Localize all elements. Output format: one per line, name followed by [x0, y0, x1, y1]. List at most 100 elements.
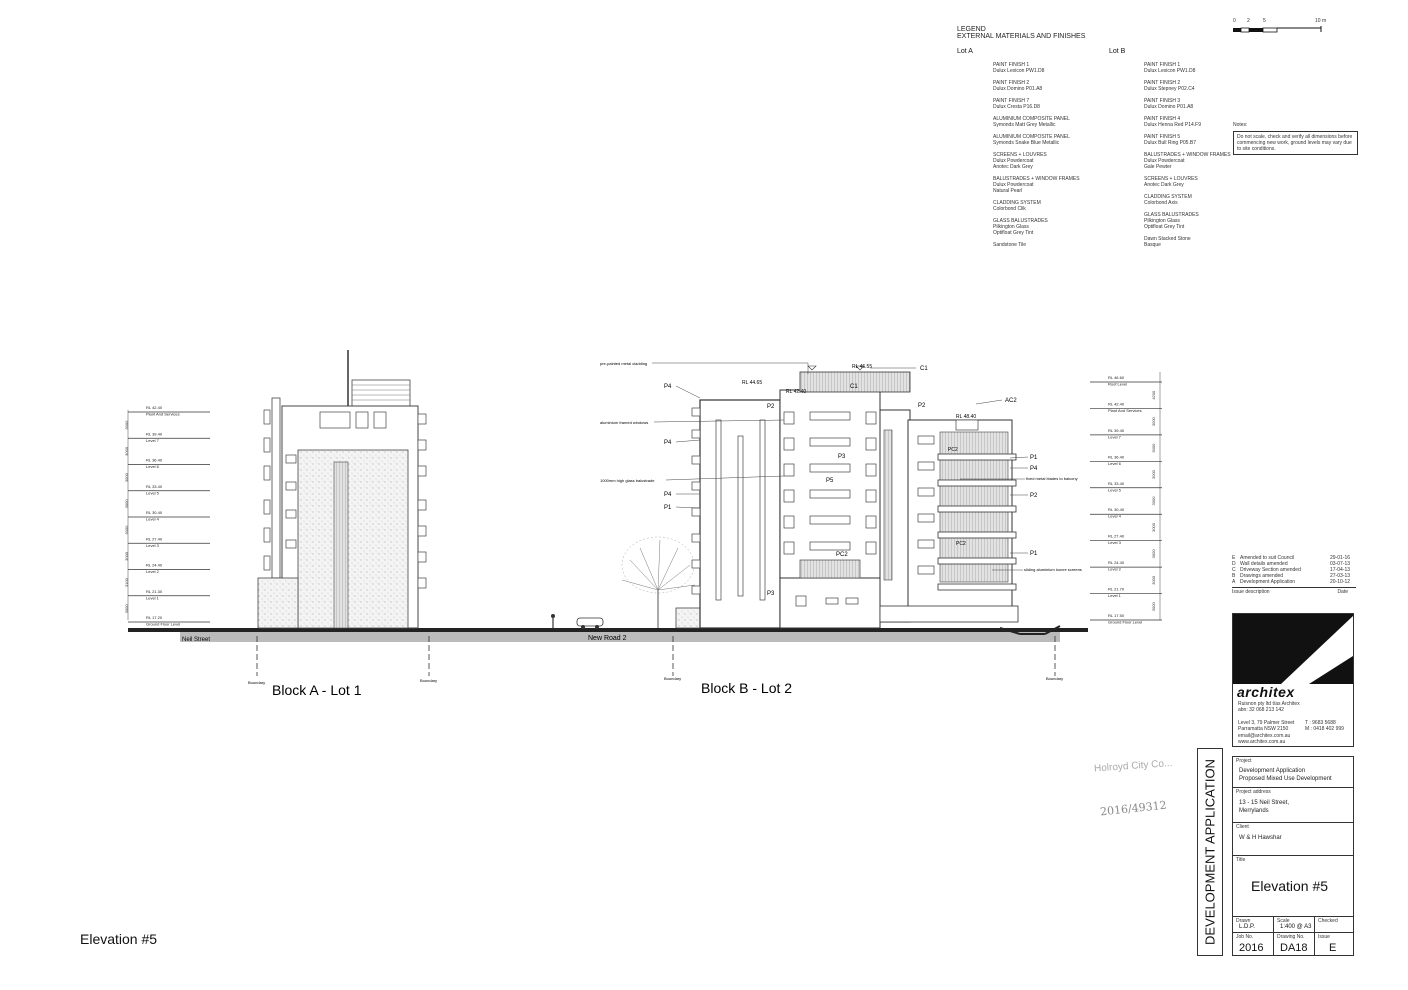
left-level-rl: RL 39.40: [146, 431, 163, 436]
left-level-rl: RL 24.40: [146, 563, 163, 568]
legend-lot-b-line: Pilkington Glass: [1144, 218, 1180, 224]
pc2-label-3: PC2: [956, 541, 966, 547]
scale-tick-2: 2: [1247, 18, 1250, 24]
title-block: Project Development Application Proposed…: [1232, 756, 1354, 956]
stamp-number: 2016/49312: [1099, 798, 1168, 819]
legend-lot-a-line: Dulux Domino P01.A8: [993, 86, 1043, 92]
right-level-rl: RL 30.40: [1108, 507, 1125, 512]
right-level-rl: RL 27.40: [1108, 534, 1125, 539]
legend-lot-a-line: Dulux Powdercoat: [993, 182, 1034, 188]
legend-lot-b-line: Dulux Lexicon PW1.D8: [1144, 68, 1196, 74]
legend-lot-b-line: Basque: [1144, 242, 1161, 248]
scale-bar-graphic: [1233, 26, 1322, 33]
right-level-name: Level 5: [1108, 487, 1122, 492]
notes-title: Notes:: [1233, 122, 1248, 128]
ac2-label: AC2: [1005, 398, 1017, 404]
tb-scale: Scale 1:400 @ A3: [1273, 916, 1315, 933]
boundary-label-2: Boundary: [420, 678, 437, 683]
legend-lot-a-line: GLASS BALUSTRADES: [993, 218, 1048, 224]
tb-drawn: Drawn L.D.P.: [1232, 916, 1274, 933]
company-email: email@architex.com.au: [1238, 733, 1291, 739]
council-stamp: Holroyd City Co... 2016/49312: [1094, 758, 1194, 830]
scale-tick-0: 0: [1233, 18, 1236, 24]
legend-lot-a-label: Lot A: [957, 48, 973, 55]
tb-job-label: Job No.: [1236, 934, 1254, 940]
revision-col-issue: Issue description: [1232, 589, 1270, 595]
p3-label-2: P3: [767, 591, 775, 597]
company-mobile: M : 0418 402 999: [1305, 726, 1344, 732]
legend: LEGEND EXTERNAL MATERIALS AND FINISHES L…: [957, 26, 1237, 248]
tb-drawn-value: L.D.P.: [1239, 924, 1255, 930]
legend-lot-b-line: PAINT FINISH 1: [1144, 62, 1181, 68]
legend-lot-a-line: Dulux Lexicon PW1.D8: [993, 68, 1045, 74]
left-level-name: Level 2: [146, 569, 160, 574]
tb-issue-label: Issue: [1318, 934, 1330, 940]
company-address1: Level 3, 79 Palmer Street: [1238, 720, 1295, 726]
legend-lot-b-line: Anotec Dark Grey: [1144, 182, 1184, 188]
pc2-label-2: PC2: [948, 447, 958, 453]
tb-client-label: Client: [1236, 824, 1249, 830]
left-level-dim: 3000: [124, 472, 129, 482]
legend-lot-a-line: Symonds Snake Blue Metallic: [993, 140, 1060, 146]
legend-lot-a-line: Natural Pearl: [993, 188, 1023, 194]
right-level-name: Level 3: [1108, 540, 1122, 545]
right-level-name: Plant And Services: [1108, 408, 1142, 413]
new-road-label: New Road 2: [588, 635, 627, 642]
legend-lot-a-line: Colorbond Clik: [993, 206, 1026, 212]
p1-label-right-1: P1: [1030, 455, 1038, 461]
p4-label-2: P4: [664, 440, 672, 446]
legend-lot-b-line: Dulux Stepney P02.C4: [1144, 86, 1195, 92]
legend-lot-a-line: PAINT FINISH 1: [993, 62, 1030, 68]
left-level-rl: RL 21.30: [146, 589, 163, 594]
tb-issue: Issue E: [1314, 932, 1354, 956]
left-level-name: Level 6: [146, 464, 160, 469]
revision-id: A: [1232, 579, 1236, 585]
tb-project-line1: Development Application: [1239, 768, 1306, 774]
p4-label-1: P4: [664, 384, 672, 390]
legend-lot-a-line: SCREENS + LOUVRES: [993, 152, 1047, 158]
right-level-name: Level 6: [1108, 461, 1122, 466]
revision-desc: Amended to suit Council: [1240, 555, 1295, 561]
block-a-elevation: [257, 350, 427, 629]
legend-lot-b-line: PAINT FINISH 4: [1144, 116, 1181, 122]
left-level-name: Plant And Services: [146, 412, 180, 417]
car: [576, 617, 604, 629]
revision-col-date: Date: [1337, 589, 1348, 595]
right-level-name: Level 2: [1108, 567, 1122, 572]
right-level-rl: RL 36.40: [1108, 454, 1125, 459]
tb-address-line2: Merrylands: [1239, 808, 1269, 814]
left-level-name: Level 4: [146, 517, 160, 522]
right-level-dim: 3000: [1151, 469, 1156, 479]
revision-id: B: [1232, 573, 1236, 579]
rl-46-55-label: RL 46.55: [852, 364, 872, 370]
left-level-dim: 3000: [124, 525, 129, 535]
tb-title-label: Title: [1236, 857, 1246, 863]
right-level-name: Level 1: [1108, 593, 1122, 598]
tb-drawn-label: Drawn: [1236, 918, 1251, 924]
company-phone: T : 9683 5688: [1305, 720, 1336, 726]
revision-date: 27-03-13: [1330, 573, 1351, 579]
p5-label: P5: [826, 478, 834, 484]
legend-lot-a-line: Anotec Dark Grey: [993, 164, 1033, 170]
tb-drawing-label: Drawing No.: [1277, 934, 1305, 940]
legend-lot-a-line: ALUMINIUM COMPOSITE PANEL: [993, 116, 1070, 122]
left-level-dim: 3000: [124, 499, 129, 509]
tb-address: Project address 13 - 15 Neil Street, Mer…: [1232, 787, 1354, 823]
legend-lot-a-line: ALUMINIUM COMPOSITE PANEL: [993, 134, 1070, 140]
